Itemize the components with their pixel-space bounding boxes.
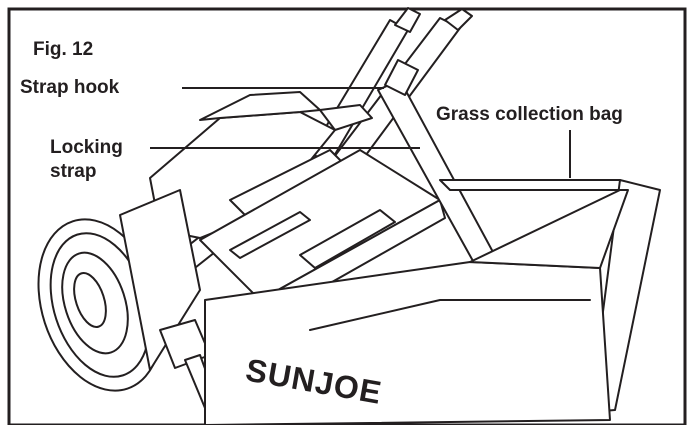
locking-strap-label-line2: strap [50, 161, 97, 182]
figure-label: Fig. 12 [33, 39, 94, 60]
grass-bag-box [204, 179, 661, 425]
figure-frame [7, 7, 687, 425]
locking-strap-label-line1: Locking [50, 137, 123, 158]
grass-bag-label: Grass collection bag [436, 104, 623, 125]
rear-wheel [37, 189, 201, 392]
motor-housing [149, 91, 373, 239]
strap-hook-label: Strap hook [20, 77, 120, 98]
